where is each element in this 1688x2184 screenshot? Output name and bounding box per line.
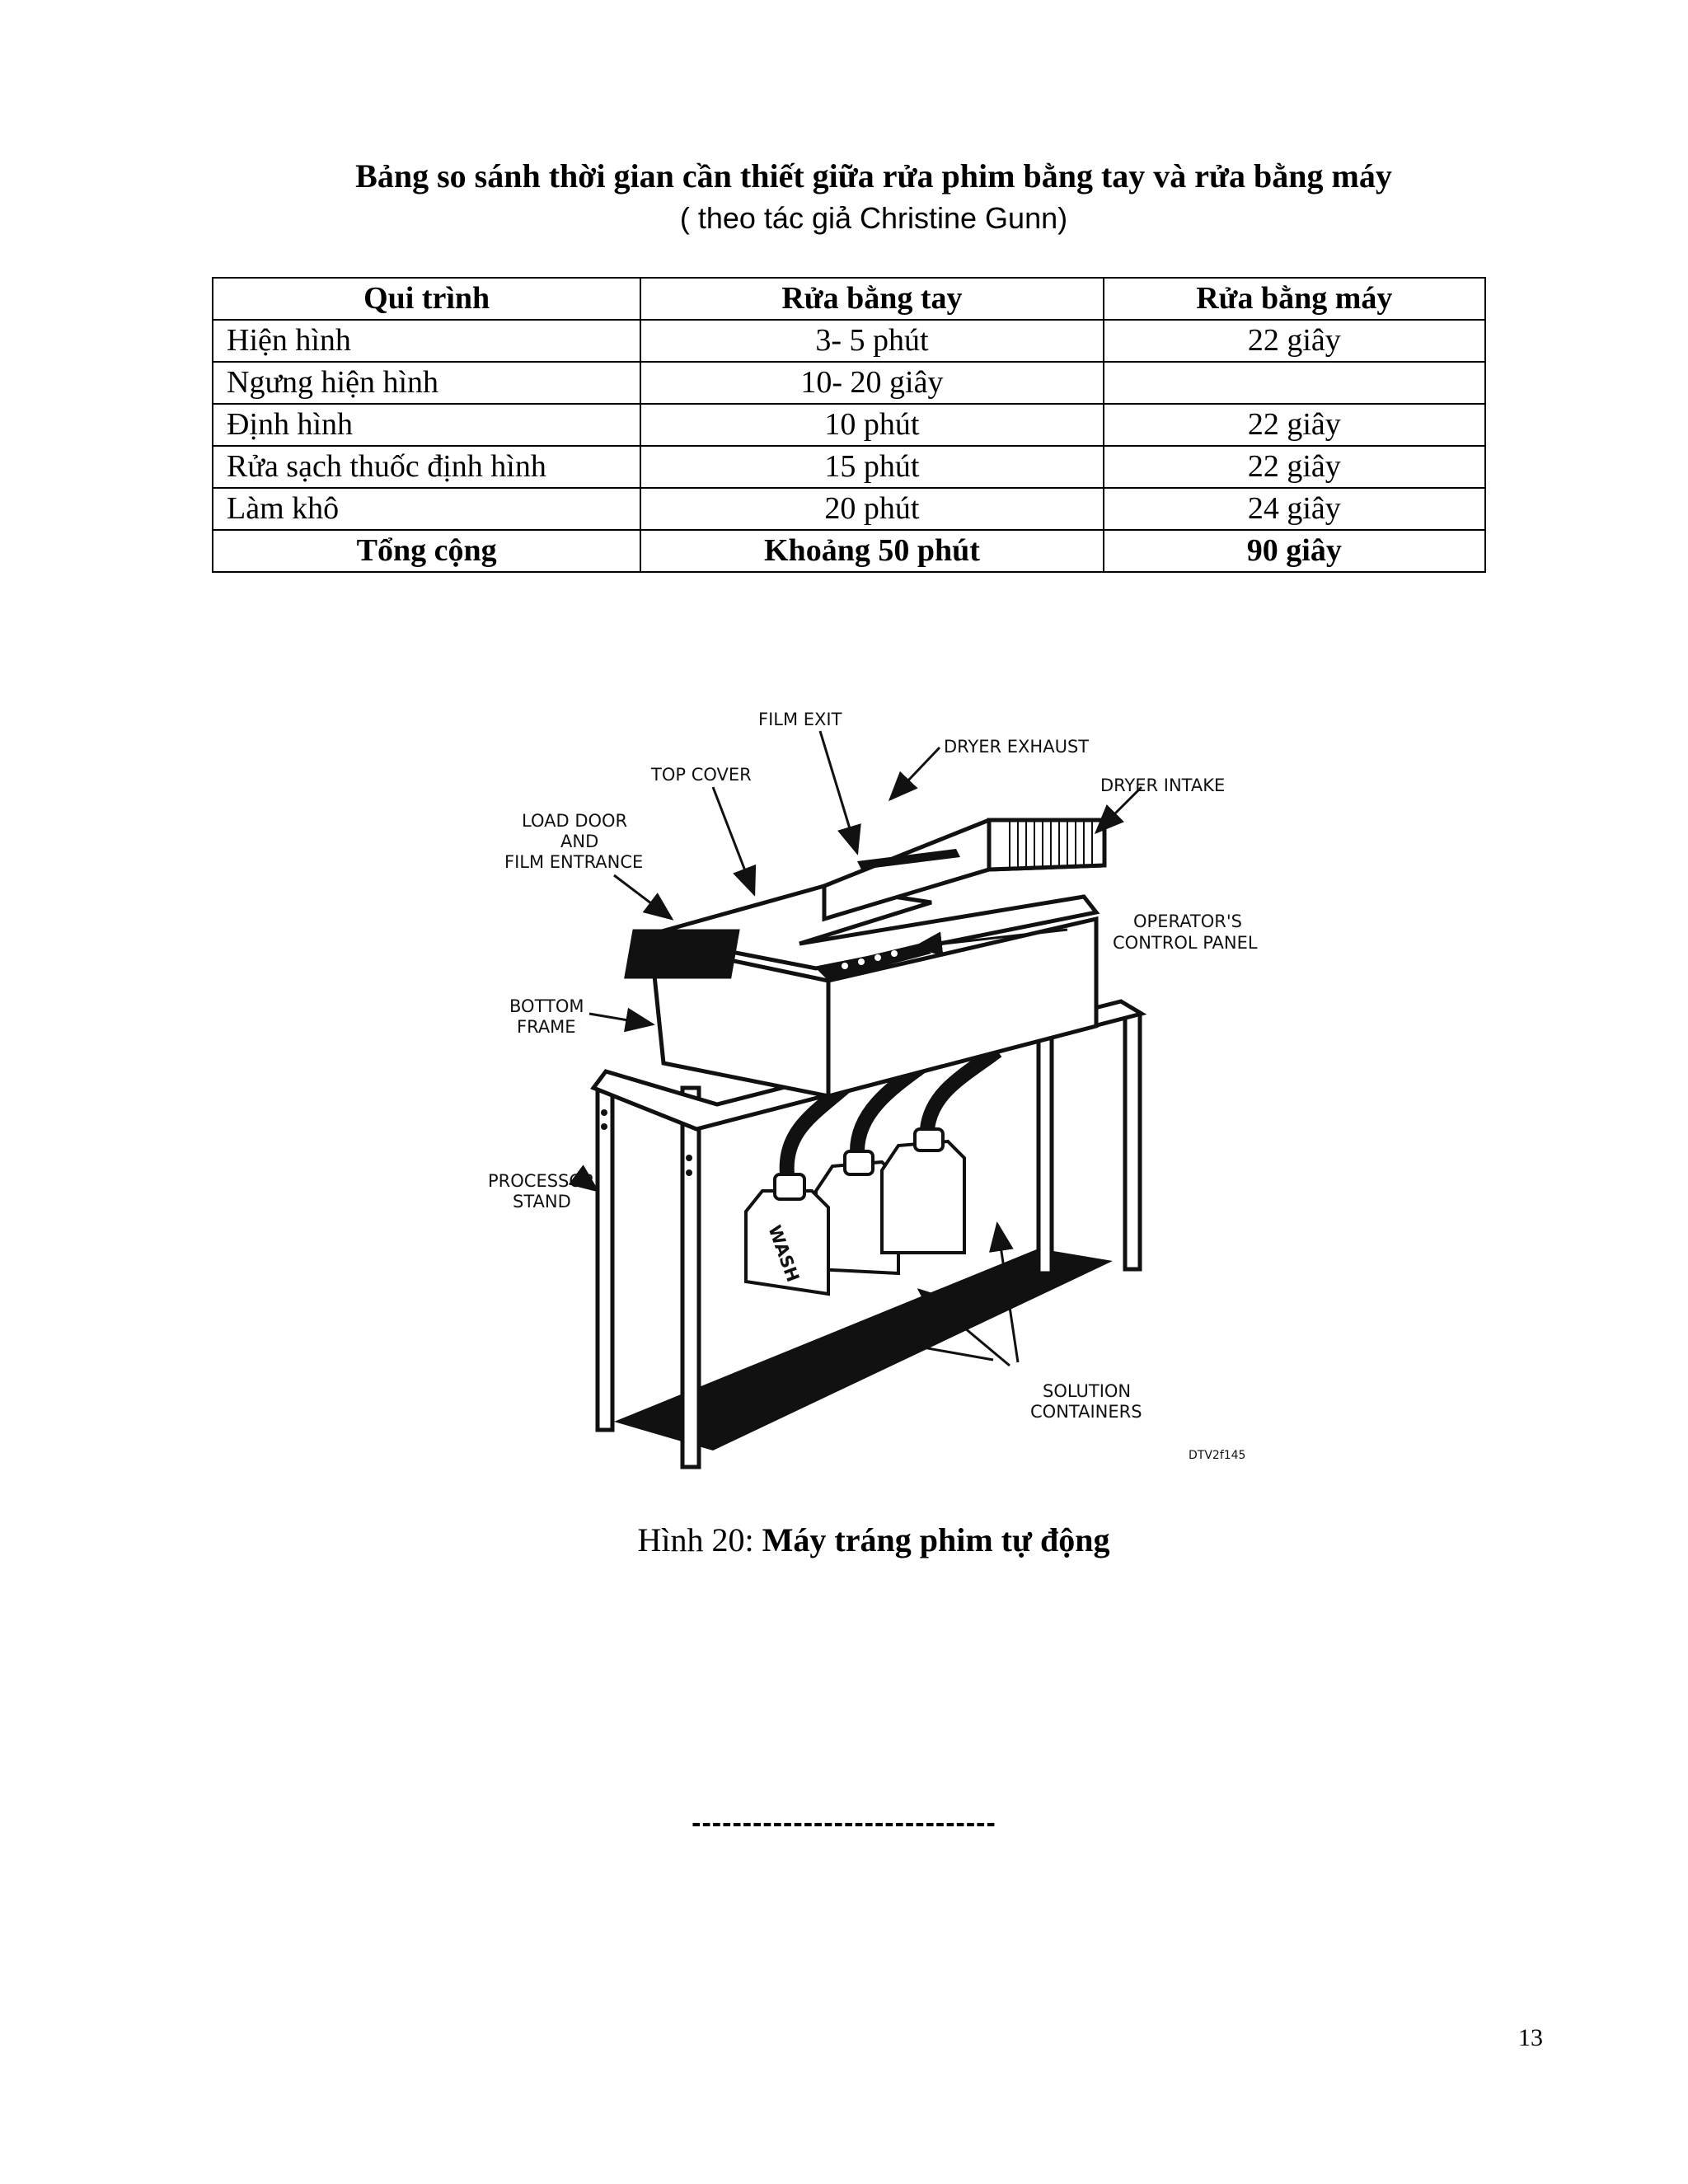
dryer-exhaust-label: DRYER EXHAUST [944,737,1089,757]
cell-machine: 22 giây [1102,445,1487,489]
operators-control-panel [816,944,931,981]
table-row: Làm khô 20 phút 24 giây [211,487,1487,531]
table-subtitle: ( theo tác giả Christine Gunn) [679,201,1068,235]
table-title: Bảng so sánh thời gian cần thiết giữa rử… [355,157,1392,194]
table-row: Hiện hình 3- 5 phút 22 giây [211,319,1487,363]
control-panel-label-1: OPERATOR'S [1133,912,1242,931]
separator-line: ------------------------------ [692,1807,996,1839]
load-door-label-and: AND [560,832,598,851]
solution-containers-label-2: CONTAINERS [1030,1402,1142,1422]
table-total-row: Tổng cộng Khoảng 50 phút 90 giây [211,529,1487,573]
load-door-label: LOAD DOOR [522,811,627,831]
cell-machine [1102,361,1487,405]
cell-machine: 22 giây [1102,319,1487,363]
processor-stand-label-2: STAND [513,1192,571,1212]
film-entrance-label: FILM ENTRANCE [504,852,643,872]
cell-process: Hiện hình [211,319,642,363]
solution-containers [744,1044,1002,1296]
page-number: 13 [1518,2024,1543,2051]
film-exit-label: FILM EXIT [758,710,842,729]
callout-arrows [568,730,1143,1367]
header-process: Qui trình [211,277,642,321]
caption-prefix: Hình 20: [637,1521,762,1558]
cell-process: Định hình [211,403,642,447]
cell-process: Rửa sạch thuốc định hình [211,445,642,489]
processor-body [624,818,1107,1099]
film-exit-slot [857,849,960,869]
header-machine: Rửa bằng máy [1102,277,1487,321]
control-panel-label-2: CONTROL PANEL [1113,933,1258,953]
total-machine: 90 giây [1102,529,1487,573]
bottom-frame-label-1: BOTTOM [509,996,584,1016]
cell-manual: 20 phút [640,487,1104,531]
table-row: Rửa sạch thuốc định hình 15 phút 22 giây [211,445,1487,489]
total-manual: Khoảng 50 phút [640,529,1104,573]
cell-manual: 3- 5 phút [640,319,1104,363]
total-label: Tổng cộng [211,529,642,573]
solution-containers-label-1: SOLUTION [1043,1381,1131,1401]
comparison-table: Qui trình Rửa bằng tay Rửa bằng máy Hiện… [211,277,1487,573]
figure-caption: Hình 20: Máy tráng phim tự động [0,1521,1688,1559]
dryer-intake-label: DRYER INTAKE [1100,776,1225,795]
table-header-row: Qui trình Rửa bằng tay Rửa bằng máy [211,277,1487,321]
table-row: Định hình 10 phút 22 giây [211,403,1487,447]
processor-drawing: WASH [488,710,1258,1469]
top-cover-label: TOP COVER [650,765,752,785]
table-row: Ngưng hiện hình 10- 20 giây [211,361,1487,405]
cell-process: Ngưng hiện hình [211,361,642,405]
cell-manual: 10- 20 giây [640,361,1104,405]
caption-title: Máy tráng phim tự động [762,1521,1110,1558]
processor-stand-label-1: PROCESSOR [488,1171,595,1191]
processor-illustration: WASH [470,696,1278,1488]
cell-machine: 22 giây [1102,403,1487,447]
figure-code-label: DTV2f145 [1189,1449,1245,1462]
cell-manual: 10 phút [640,403,1104,447]
cell-machine: 24 giây [1102,487,1487,531]
cell-manual: 15 phút [640,445,1104,489]
header-manual: Rửa bằng tay [640,277,1104,321]
cell-process: Làm khô [211,487,642,531]
bottom-frame-label-2: FRAME [517,1017,576,1037]
